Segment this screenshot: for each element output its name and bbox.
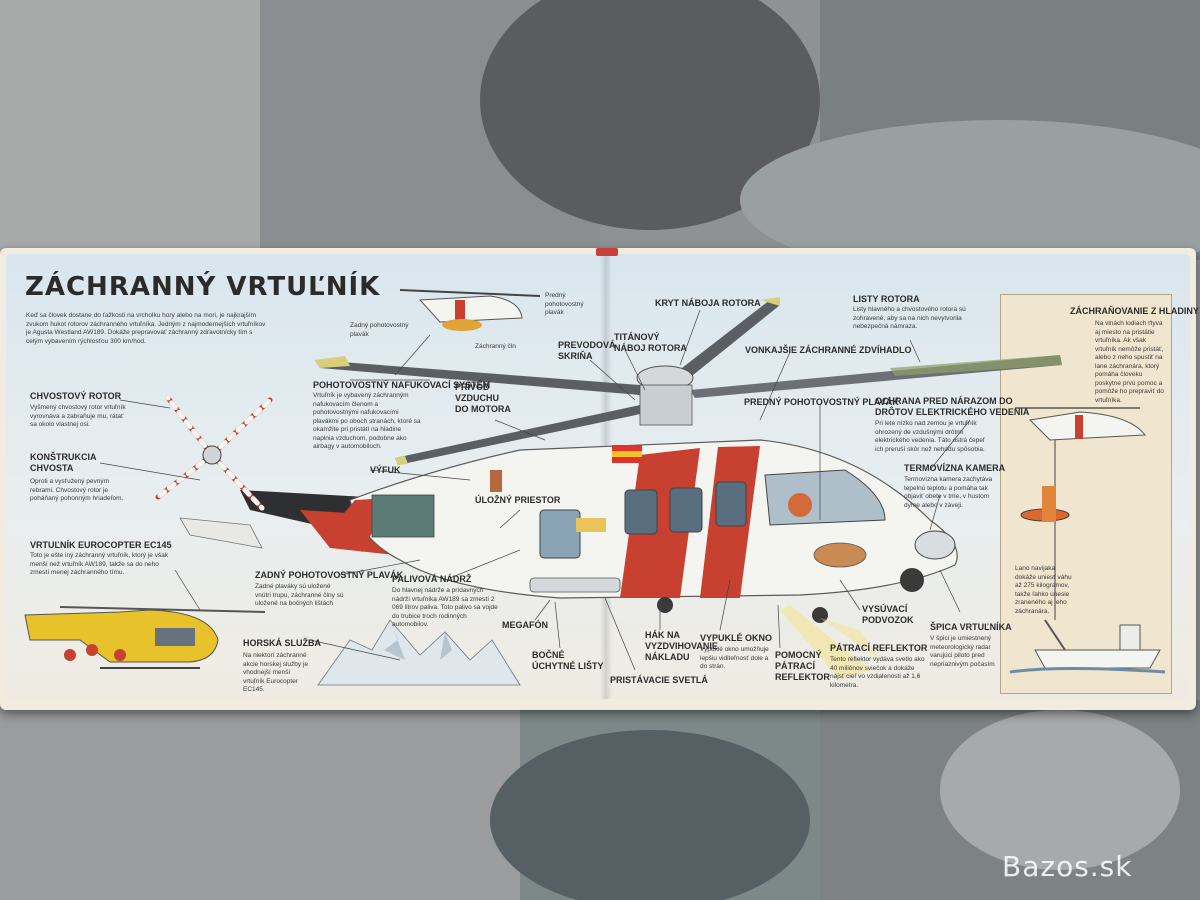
small-heli-net-label: Záchranný čln (475, 343, 516, 350)
small-heli-rear-label: Zadný pohotovostný plavák (350, 322, 409, 338)
label-side-rails: BOČNÉ ÚCHYTNÉ LIŠTY (532, 650, 604, 671)
tail-rotor (155, 395, 273, 511)
label-cargo: ÚLOŽNÝ PRIESTOR (475, 495, 561, 505)
label-air-intake: PRÍVOD VZDUCHU DO MOTORA (455, 382, 511, 414)
label-search-light: PÁTRACÍ REFLEKTOR (830, 643, 928, 653)
main-rotor (315, 297, 1062, 465)
leader-lines (99, 309, 971, 671)
text-nose: V špici je umiestnený meteorologický rad… (930, 635, 995, 668)
label-tail-rotor: CHVOSTOVÝ ROTOR (30, 391, 122, 401)
small-heli-front-label: Predný pohotovostný plavák (545, 292, 584, 316)
text-rear-float: Zadné plaváky sú uložené vnútri trupu, z… (255, 583, 344, 607)
text-search-light: Tento reflektor vydáva svetlo ako 40 mil… (830, 656, 925, 689)
label-retract-gear: VYSÚVACÍ PODVOZOK (862, 604, 914, 625)
label-hoist: VONKAJŠIE ZÁCHRANNÉ ZDVÍHADLO (745, 345, 912, 355)
side-panel-text: Na vlnách lodiach ťtyva aj miesto na pri… (1095, 320, 1164, 404)
label-rotor-head: KRYT NÁBOJA ROTORA (655, 298, 761, 308)
label-titan-hub: TITÁNOVÝ NÁBOJ ROTORA (614, 332, 687, 353)
small-helicopter-top (399, 289, 541, 331)
label-megaphone: MEGAFÓN (502, 620, 548, 630)
label-bubble-window: VYPUKLÉ OKNO (700, 633, 773, 643)
text-wire-guard: Pri lete nízko nad zemou je vrtuľník ohr… (875, 420, 985, 453)
text-inflation-system: Vrtuľník je vybavený záchranným nafukova… (313, 392, 421, 450)
side-panel-illustration (1009, 407, 1166, 674)
side-panel-title: ZÁCHRAŇOVANIE Z HLADINY (1070, 306, 1199, 316)
text-bubble-window: Vypuklé okno umožňuje lepšiu viditeľnosť… (700, 646, 769, 670)
label-eurocopter: VRTUĽNÍK EUROCOPTER EC145 (30, 540, 172, 550)
text-blades: Listy hlavného a chvostového rotora sú z… (853, 306, 966, 330)
label-thermal-camera: TERMOVÍZNA KAMERA (904, 463, 1006, 473)
label-nose: ŠPICA VRTUĽNÍKA (930, 622, 1012, 632)
label-hook: HÁK NA VYZDVIHOVANIE NÁKLADU (645, 630, 718, 662)
text-thermal-camera: Termovízna kamera zachytáva tepelnú tepl… (904, 476, 993, 509)
label-landing-lights: PRISTÁVACIE SVETLÁ (610, 675, 708, 685)
label-mountain: HORSKÁ SLUŽBA (243, 638, 321, 648)
label-tail-structure: KONŠTRUKCIA CHVOSTA (30, 452, 97, 473)
text-mountain: Na niektorí záchranné akcie horskej služ… (243, 652, 309, 693)
label-fuel-tank: PALIVOVÁ NÁDRŽ (392, 574, 472, 584)
text-tail-structure: Oproti a vysťužený pevným rebrami. Chvos… (30, 478, 124, 502)
eurocopter-illustration (24, 606, 266, 669)
side-panel-weight-text: Lano navijaka dokáže uniesť váhu až 275 … (1015, 565, 1072, 615)
text-fuel-tank: Do hlavnej nádrže a prídavných nádrží vr… (392, 587, 498, 628)
label-wire-guard: OCHRANA PRED NÁRAZOM DO DRÔTOV ELEKTRICK… (875, 396, 1030, 417)
text-eurocopter: Toto je ešte iný záchranný vrtuľník, kto… (30, 552, 169, 576)
label-inflation-system: POHOTOVOSTNÝ NAFUKOVACÍ SYSTÉM (313, 380, 491, 390)
label-aux-search-light: POMOCNÝ PÁTRACÍ REFLEKTOR (775, 650, 830, 682)
intro-text: Keď sa človek dostane do ťažkosti na vrc… (26, 312, 266, 345)
watermark-bazos: Bazos.sk (1002, 850, 1133, 883)
page-title: ZÁCHRANNÝ VRTUĽNÍK (25, 272, 381, 302)
ribbon-marker (596, 248, 618, 256)
label-exhaust: VÝFUK (370, 465, 401, 475)
fuselage (330, 439, 958, 680)
mountains-illustration (317, 619, 521, 686)
label-blades: LISTY ROTORA (853, 294, 920, 304)
label-front-float: PREDNÝ POHOTOVOSTNÝ PLAVÁK (744, 397, 899, 407)
label-rear-float: ZADNÝ POHOTOVOSTNÝ PLAVÁK (255, 570, 404, 580)
label-gearbox: PREVODOVÁ SKRIŇA (558, 340, 616, 361)
text-tail-rotor: Vyšmený chvostový rotor vrtuľník vyrovná… (30, 404, 126, 428)
